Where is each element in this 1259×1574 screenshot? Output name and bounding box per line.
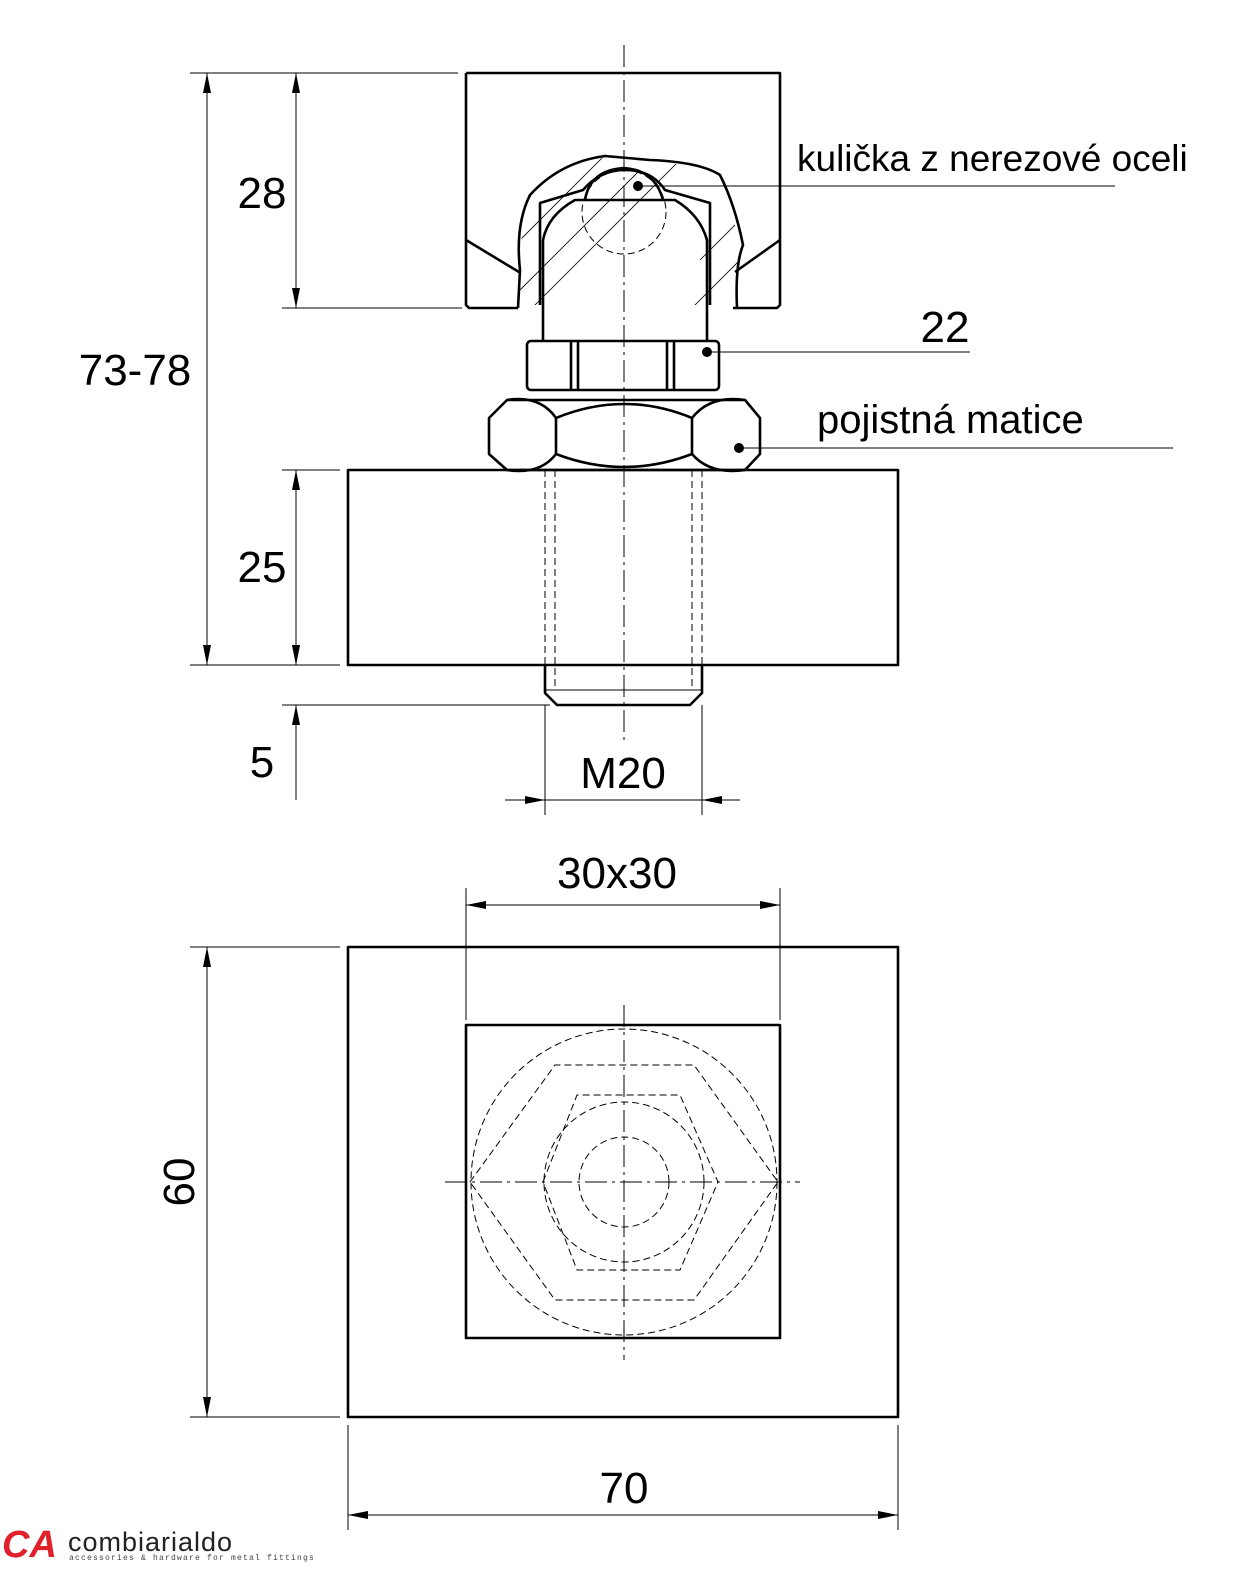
side-dimensions	[190, 72, 1173, 815]
dim-thread: M20	[580, 749, 666, 798]
logo-tagline: accessories & hardware for metal fitting…	[69, 1554, 315, 1563]
logo-name: combiarialdo	[68, 1527, 233, 1557]
nut-22	[525, 339, 721, 392]
logo-mark: CA	[2, 1524, 57, 1566]
logo: CA combiarialdo accessories & hardware f…	[2, 1524, 315, 1566]
top-view: 30x30 60 70	[155, 849, 900, 1530]
threaded-stud	[543, 470, 704, 707]
top-dimensions	[190, 888, 899, 1530]
dim-base-depth: 60	[155, 1158, 204, 1207]
dim-nut-size: 22	[921, 303, 970, 352]
side-view: 28 73-78 25 5 M20 22 kulička z nerezové …	[79, 45, 1188, 815]
label-lock-nut: pojistná matice	[817, 398, 1084, 442]
dim-base-width: 70	[600, 1464, 649, 1513]
top-block	[464, 71, 782, 310]
dim-total-height: 73-78	[79, 346, 192, 395]
cap	[541, 198, 709, 340]
dim-thread-protrusion: 5	[250, 738, 274, 787]
dim-base-height: 25	[238, 543, 287, 592]
base-block	[346, 468, 900, 667]
base-outline	[346, 945, 900, 1419]
dim-top-block-height: 28	[238, 169, 287, 218]
label-ball: kulička z nerezové oceli	[797, 138, 1188, 179]
dim-top-block: 30x30	[557, 849, 677, 898]
